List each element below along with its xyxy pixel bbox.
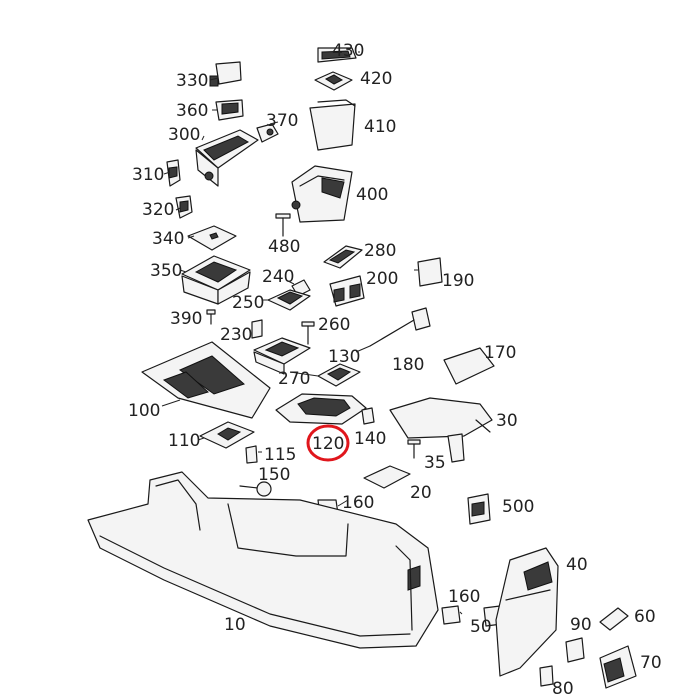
part-115 <box>245 445 258 464</box>
callout-250: 250 <box>232 293 264 313</box>
part-70 <box>599 645 637 689</box>
part-120 <box>275 393 367 425</box>
part-180 <box>369 319 415 347</box>
callout-10: 10 <box>224 615 246 635</box>
part-270 <box>317 363 361 387</box>
callout-90: 90 <box>570 615 592 635</box>
part-390 <box>206 309 216 325</box>
callout-40: 40 <box>566 555 588 575</box>
part-150 <box>239 481 272 497</box>
part-410 <box>309 99 356 151</box>
callout-410: 410 <box>364 117 396 137</box>
part-35 <box>407 439 421 459</box>
callout-150: 150 <box>258 465 290 485</box>
callout-60: 60 <box>634 607 656 627</box>
part-280 <box>323 245 363 269</box>
callout-360: 360 <box>176 101 208 121</box>
callout-labels: 430 420 330 410 360 370 300 310 400 320 … <box>128 41 662 699</box>
part-20 <box>363 465 411 489</box>
callout-500: 500 <box>502 497 534 517</box>
part-320 <box>175 195 193 219</box>
callout-330: 330 <box>176 71 208 91</box>
leader-lines <box>161 51 463 615</box>
part-90 <box>565 637 585 663</box>
part-130 <box>253 337 311 375</box>
callout-120: 120 <box>312 434 344 454</box>
part-400 <box>291 165 353 223</box>
part-250 <box>267 289 311 311</box>
callout-310: 310 <box>132 165 164 185</box>
part-110 <box>199 421 255 449</box>
callout-480: 480 <box>268 237 300 257</box>
callout-190: 190 <box>442 271 474 291</box>
callout-130: 130 <box>328 347 360 367</box>
callout-230: 230 <box>220 325 252 345</box>
callout-280: 280 <box>364 241 396 261</box>
part-480 <box>275 213 291 237</box>
callout-320: 320 <box>142 200 174 220</box>
part-370 <box>256 123 279 143</box>
callout-35: 35 <box>424 453 446 473</box>
callout-50: 50 <box>470 617 492 637</box>
part-340 <box>187 225 237 251</box>
part-190 <box>411 257 443 331</box>
callout-390: 390 <box>170 309 202 329</box>
part-260 <box>301 321 315 345</box>
callout-340: 340 <box>152 229 184 249</box>
callout-100: 100 <box>128 401 160 421</box>
callout-240: 240 <box>262 267 294 287</box>
callout-270: 270 <box>278 369 310 389</box>
callout-30: 30 <box>496 411 518 431</box>
part-360 <box>215 99 244 121</box>
part-310 <box>166 159 181 187</box>
part-30 <box>389 397 493 463</box>
part-170 <box>443 347 495 385</box>
callout-200: 200 <box>366 269 398 289</box>
part-160-lower <box>441 605 461 625</box>
callout-420: 420 <box>360 69 392 89</box>
part-420 <box>314 71 353 91</box>
part-300 <box>195 129 259 187</box>
callout-370: 370 <box>266 111 298 131</box>
callout-115: 115 <box>264 445 296 465</box>
callout-180: 180 <box>392 355 424 375</box>
highlight-circle-120 <box>306 424 350 462</box>
callout-80: 80 <box>552 679 574 699</box>
part-200 <box>329 275 365 307</box>
part-60 <box>599 607 629 631</box>
callout-70: 70 <box>640 653 662 673</box>
callout-110: 110 <box>168 431 200 451</box>
part-40 <box>495 547 559 677</box>
callout-350: 350 <box>150 261 182 281</box>
part-230 <box>251 319 263 339</box>
part-140 <box>361 407 375 425</box>
callout-260: 260 <box>318 315 350 335</box>
callout-300: 300 <box>168 125 200 145</box>
part-10 <box>87 471 439 649</box>
part-350 <box>181 255 251 305</box>
part-500 <box>467 493 491 525</box>
callout-430: 430 <box>332 41 364 61</box>
callout-160-lower: 160 <box>448 587 480 607</box>
part-330 <box>209 61 242 87</box>
part-430 <box>317 47 357 63</box>
part-80 <box>539 665 554 687</box>
callout-140: 140 <box>354 429 386 449</box>
part-100 <box>141 341 271 419</box>
callout-160: 160 <box>342 493 374 513</box>
callout-400: 400 <box>356 185 388 205</box>
callout-20: 20 <box>410 483 432 503</box>
callout-170: 170 <box>484 343 516 363</box>
